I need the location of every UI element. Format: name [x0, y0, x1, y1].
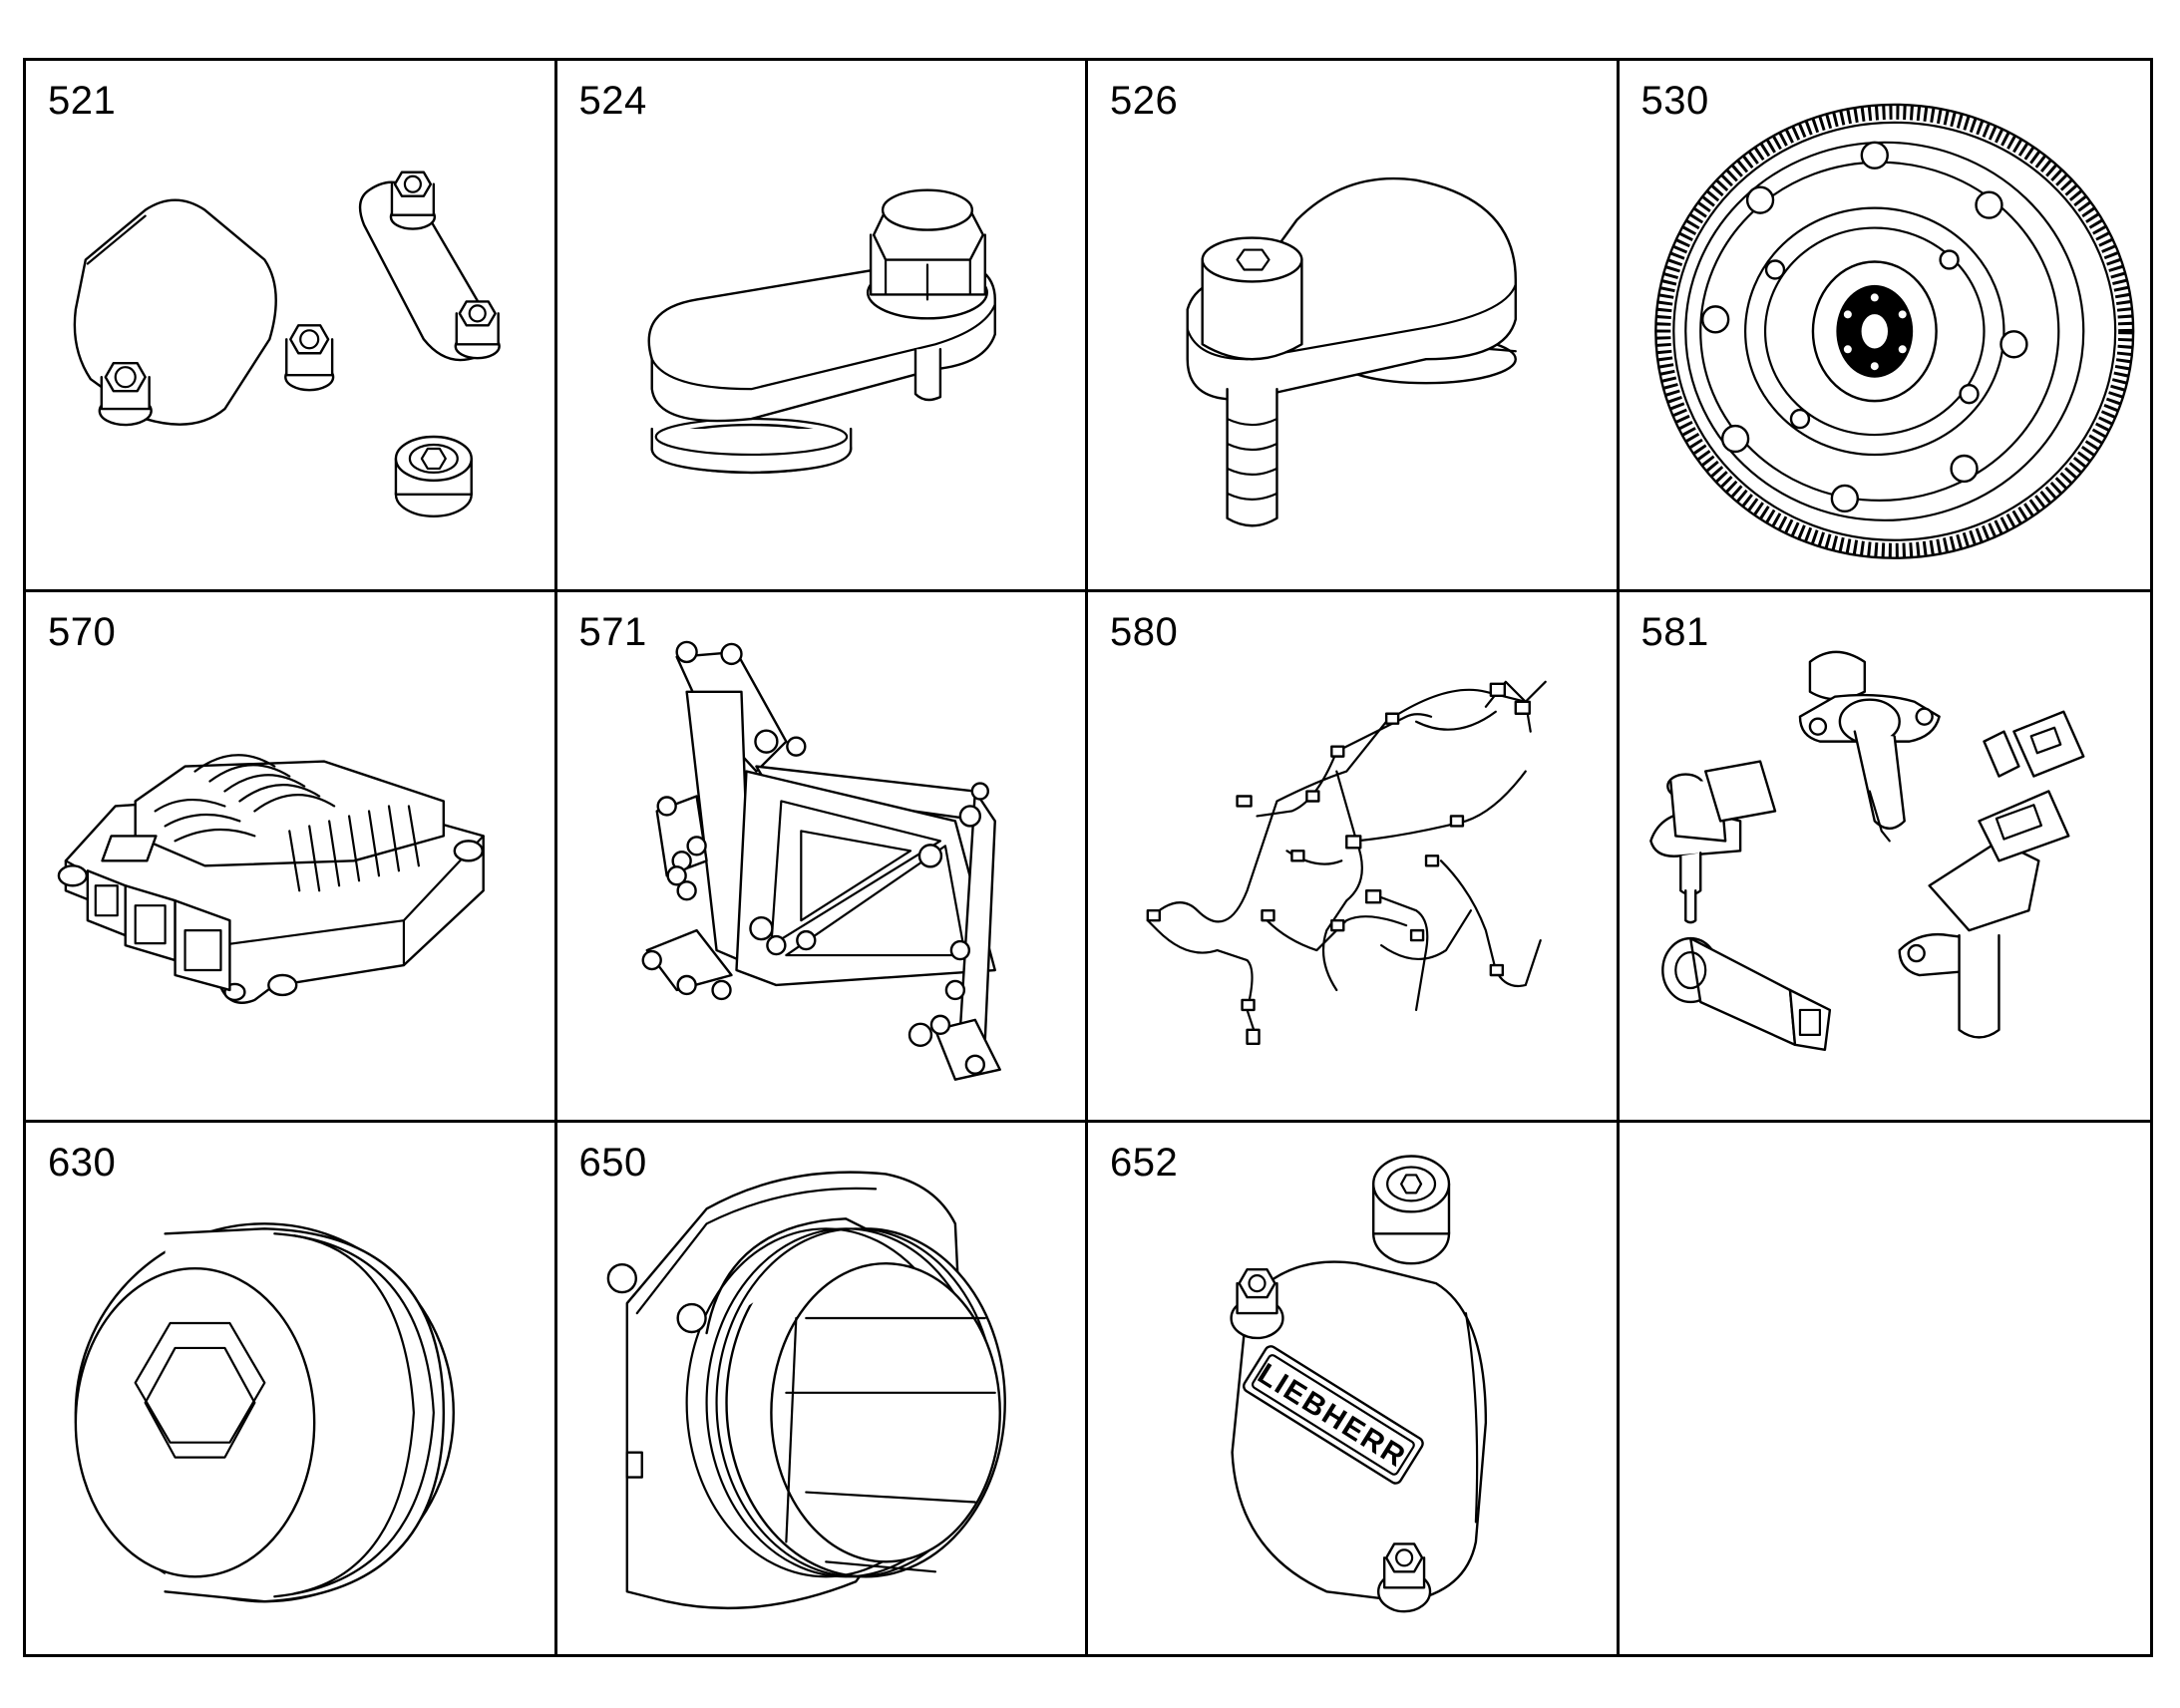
part-cell-521[interactable]: 521 — [26, 61, 557, 592]
sensors-icon — [1620, 592, 2151, 1121]
wiring-harness-icon — [1088, 592, 1617, 1121]
part-number: 630 — [48, 1141, 117, 1186]
cover-with-bolt-icon — [557, 61, 1086, 589]
part-number: 581 — [1640, 609, 1709, 654]
part-number: 652 — [1110, 1141, 1179, 1186]
part-cell-524[interactable]: 524 — [556, 61, 1088, 592]
part-cell-652[interactable]: 652 LIEBHERR — [1088, 1123, 1620, 1654]
housing-flange-icon — [557, 1123, 1086, 1654]
part-cell-630[interactable]: 630 — [26, 1123, 557, 1654]
part-cell-530[interactable]: 530 — [1619, 61, 2151, 592]
parts-grid: 521 524 526 — [23, 58, 2153, 1657]
flywheel-icon — [1620, 61, 2151, 589]
screw-plug-icon — [26, 1123, 554, 1654]
cover-plate-with-bolts-and-plug-icon — [26, 61, 554, 589]
part-cell-650[interactable]: 650 — [557, 1123, 1088, 1654]
part-number: 526 — [1110, 79, 1179, 123]
empty-cell — [1620, 1123, 2151, 1654]
control-unit-icon — [26, 592, 554, 1121]
part-cell-570[interactable]: 570 — [26, 591, 557, 1124]
part-cell-580[interactable]: 580 — [1088, 591, 1620, 1124]
part-cell-571[interactable]: 571 — [556, 591, 1088, 1124]
part-number: 524 — [578, 79, 647, 123]
cover-with-socket-screw-icon — [1088, 61, 1617, 589]
part-cell-526[interactable]: 526 — [1088, 61, 1620, 592]
mounting-bracket-icon — [557, 592, 1086, 1121]
part-cell-581[interactable]: 581 — [1619, 592, 2151, 1124]
part-number: 580 — [1110, 609, 1179, 654]
part-number: 650 — [578, 1141, 647, 1186]
part-number: 570 — [48, 609, 117, 654]
part-number: 571 — [578, 609, 647, 654]
cover-with-logo-icon: LIEBHERR — [1088, 1123, 1617, 1654]
part-number: 530 — [1640, 79, 1709, 123]
part-number: 521 — [48, 79, 117, 123]
